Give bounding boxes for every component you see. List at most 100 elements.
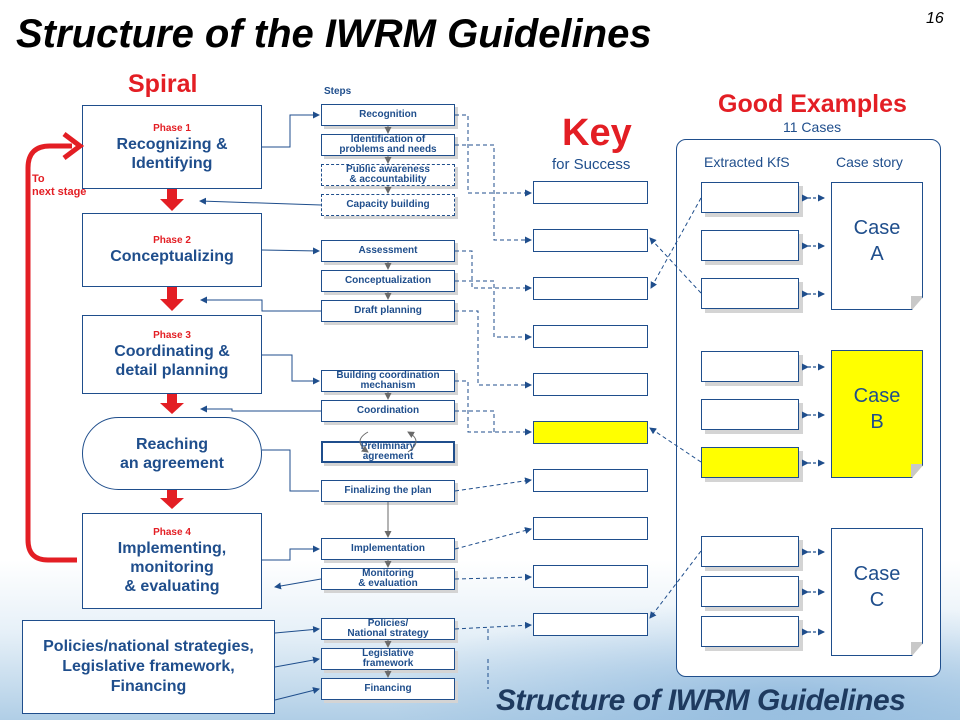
key-box	[533, 469, 648, 492]
kfs-box	[701, 182, 799, 213]
phase-number: Phase 1	[153, 122, 191, 134]
page-fold-icon	[911, 296, 922, 309]
phase-down-arrows	[160, 189, 184, 509]
to-next-stage-label: To next stage	[32, 173, 86, 199]
step-capacity-building: Capacity building	[321, 194, 455, 216]
good-examples-title: Good Examples	[718, 90, 907, 118]
step-text: Draft planning	[354, 305, 422, 316]
step-coordination: Coordination	[321, 400, 455, 422]
phase-title-line: Implementing,	[117, 540, 227, 557]
kfs-box	[701, 278, 799, 309]
step-text: framework	[362, 658, 414, 669]
policies-line: Financing	[110, 678, 187, 695]
step-text: Preliminary	[360, 441, 416, 452]
kfs-box	[701, 351, 799, 382]
agreement-title-line: Reaching	[135, 435, 208, 453]
step-text: Policies/	[367, 618, 409, 629]
key-box	[533, 565, 648, 588]
page-title: Structure of the IWRM Guidelines	[16, 12, 652, 56]
key-box	[533, 229, 648, 252]
case-label: Case	[853, 385, 901, 407]
page-fold-icon	[911, 464, 922, 477]
key-subtitle: for Success	[552, 156, 631, 173]
policies-line: Policies/national strategies,	[43, 638, 254, 655]
phase-number: Phase 4	[153, 527, 191, 538]
key-box	[533, 181, 648, 204]
step-text: Coordination	[356, 405, 420, 416]
cases-count: 11 Cases	[783, 119, 842, 135]
step-text: Assessment	[358, 245, 418, 256]
step-text: problems and needs	[339, 144, 437, 155]
phase-3-box: Phase 3 Coordinating & detail planning	[82, 315, 262, 394]
step-text: National strategy	[347, 628, 429, 639]
extracted-kfs-label: Extracted KfS	[704, 154, 790, 170]
kfs-box-highlighted	[701, 447, 799, 478]
steps-label: Steps	[324, 86, 352, 97]
step-flow-arrows	[359, 126, 417, 678]
step-draft-planning: Draft planning	[321, 300, 455, 322]
key-box	[533, 277, 648, 300]
case-letter: C	[869, 589, 885, 611]
step-text: & accountability	[349, 174, 427, 185]
step-text: Finalizing the plan	[344, 485, 432, 496]
key-box	[533, 325, 648, 348]
phase-title-line: & evaluating	[124, 578, 220, 595]
phase-title-line: Recognizing &	[116, 135, 228, 153]
phase-1-box: Phase 1 Recognizing & Identifying	[82, 105, 262, 189]
case-a-document: Case A	[831, 182, 923, 310]
step-conceptualization: Conceptualization	[321, 270, 455, 292]
phase-number: Phase 2	[153, 235, 191, 246]
step-text: Financing	[364, 683, 412, 694]
key-box-highlighted	[533, 421, 648, 444]
kfs-box	[701, 576, 799, 607]
key-box	[533, 517, 648, 540]
step-text: Monitoring	[362, 568, 414, 579]
kfs-box	[701, 616, 799, 647]
step-text: Identification of	[350, 134, 426, 145]
kfs-key-lines	[649, 197, 702, 619]
step-text: Implementation	[351, 543, 425, 554]
key-box	[533, 613, 648, 636]
case-b-document: Case B	[831, 350, 923, 478]
phase-title-line: Identifying	[131, 154, 213, 172]
step-text: & evaluation	[358, 578, 418, 589]
step-text: Capacity building	[346, 199, 430, 210]
policies-line: Legislative framework,	[62, 658, 235, 675]
phase-title-line: Conceptualizing	[110, 248, 234, 265]
step-assessment: Assessment	[321, 240, 455, 262]
page-fold-icon	[911, 642, 922, 655]
case-letter: A	[870, 243, 884, 265]
step-implementation: Implementation	[321, 538, 455, 560]
kfs-box	[701, 399, 799, 430]
case-c-document: Case C	[831, 528, 923, 656]
step-monitoring: Monitoring& evaluation	[321, 568, 455, 590]
phase-4-box: Phase 4 Implementing, monitoring & evalu…	[82, 513, 262, 609]
return-arrow	[25, 143, 77, 563]
step-policies: Policies/National strategy	[321, 618, 455, 640]
phase-number: Phase 3	[153, 330, 191, 341]
case-letter: B	[870, 411, 884, 433]
to-next-line-2: next stage	[32, 186, 87, 198]
step-text: Recognition	[359, 109, 417, 120]
return-arrow-head	[62, 132, 85, 160]
page-number: 16	[926, 10, 944, 27]
step-text: mechanism	[360, 380, 416, 391]
step-text: Public awareness	[346, 164, 430, 175]
to-next-line-1: To	[32, 173, 45, 185]
step-financing: Financing	[321, 678, 455, 700]
case-kfs-arrows	[802, 194, 825, 636]
phase-2-box: Phase 2 Conceptualizing	[82, 213, 262, 287]
key-title: Key	[562, 112, 632, 154]
phase-step-lines	[199, 111, 322, 701]
step-text: agreement	[362, 451, 414, 462]
step-text: Conceptualization	[344, 275, 432, 286]
agreement-title-line: an agreement	[119, 454, 225, 472]
step-public-awareness: Public awareness& accountability	[321, 164, 455, 186]
agreement-box: Reaching an agreement	[82, 417, 262, 490]
footer-title: Structure of IWRM Guidelines	[496, 684, 906, 717]
